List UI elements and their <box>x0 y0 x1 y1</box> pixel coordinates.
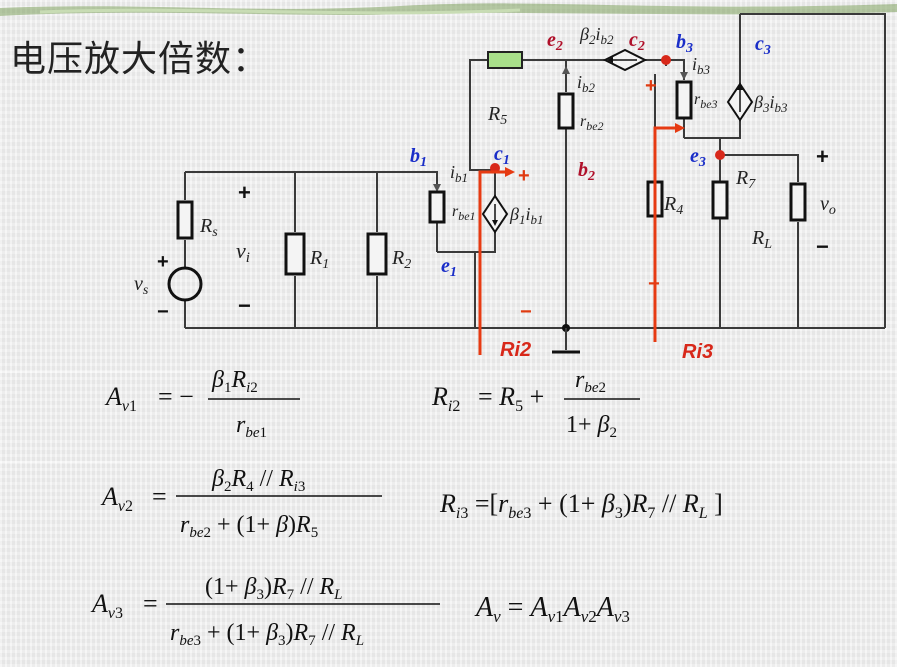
ground-symbol <box>552 324 580 354</box>
ri2-marker <box>478 167 515 355</box>
label-rs: Rs <box>199 215 218 240</box>
svg-text:rbe3 + (1+ β3)R7 // RL: rbe3 + (1+ β3)R7 // RL <box>170 620 364 649</box>
c2-plus: + <box>645 75 657 97</box>
label-rbe1: rbe1 <box>452 203 476 223</box>
equation-av2: Av2 = β2R4 // Ri3 rbe2 + (1+ β)R5 <box>100 466 382 541</box>
transistor-1-model <box>425 59 620 328</box>
resistor-rbe2 <box>557 92 575 130</box>
c1-minus: − <box>520 301 532 323</box>
equation-av1: Av1 = − β1Ri2 rbe1 <box>104 367 300 441</box>
label-b2: b2 <box>578 159 595 184</box>
svg-text:(1+ β3)R7 // RL: (1+ β3)R7 // RL <box>205 574 343 603</box>
svg-text:β1Ri2: β1Ri2 <box>211 367 258 396</box>
label-b3: b3 <box>676 31 693 56</box>
label-rbe3: rbe3 <box>694 91 718 111</box>
label-ib3: ib3 <box>692 54 711 77</box>
svg-text:rbe2: rbe2 <box>575 367 606 396</box>
equation-av: Av = Av1Av2Av3 <box>474 592 630 626</box>
svg-text:Av = Av1Av2Av3: Av = Av1Av2Av3 <box>474 592 630 626</box>
label-ib2: ib2 <box>577 72 596 95</box>
svg-text:Ri3 =[rbe3 + (1+ β3)R7 // RL ]: Ri3 =[rbe3 + (1+ β3)R7 // RL ] <box>439 489 723 522</box>
label-c3: c3 <box>755 33 771 58</box>
label-r5: R5 <box>487 103 507 128</box>
vi-minus: − <box>238 293 251 318</box>
label-ri3: Ri3 <box>682 341 713 363</box>
c1-plus: + <box>518 165 530 187</box>
label-e3: e3 <box>690 145 706 170</box>
label-e2: e2 <box>547 29 563 54</box>
input-network <box>184 171 885 329</box>
svg-text:= −: = − <box>158 382 194 411</box>
svg-text:Av3: Av3 <box>90 589 123 622</box>
vo-plus: + <box>816 144 829 169</box>
resistor-r2 <box>366 232 388 276</box>
svg-text:1+ β2: 1+ β2 <box>566 412 617 441</box>
svg-text:Av2: Av2 <box>100 482 133 515</box>
voltage-source-vs <box>167 266 203 302</box>
resistor-r5 <box>487 51 523 69</box>
label-e1: e1 <box>441 255 457 280</box>
label-ri2: Ri2 <box>500 339 531 361</box>
label-vi: vi <box>236 238 250 266</box>
label-c2: c2 <box>629 29 645 54</box>
label-r2: R2 <box>391 247 411 272</box>
svg-text:=: = <box>143 589 158 618</box>
transistor-3-model <box>680 13 886 328</box>
label-ib1: ib1 <box>450 162 468 185</box>
svg-text:Ri2: Ri2 <box>431 382 460 415</box>
svg-text:rbe1: rbe1 <box>236 412 267 441</box>
equation-ri2: Ri2 = R5 + rbe2 1+ β2 <box>431 367 640 441</box>
label-vo: vo <box>820 193 836 218</box>
label-src3: β3ib3 <box>753 92 788 115</box>
vs-minus: − <box>157 301 169 323</box>
label-b1: b1 <box>410 145 427 170</box>
label-r1: R1 <box>309 247 329 272</box>
brush-stroke-decoration <box>0 3 897 17</box>
label-vs: vs <box>134 273 149 298</box>
svg-text:rbe2 + (1+ β)R5: rbe2 + (1+ β)R5 <box>180 512 318 541</box>
resistor-rbe3 <box>675 80 693 120</box>
node-c2-dot <box>661 55 671 65</box>
resistor-rbe1 <box>428 190 446 224</box>
label-rbe2: rbe2 <box>580 113 604 133</box>
svg-text:= R5 +: = R5 + <box>478 382 544 415</box>
label-r7: R7 <box>735 167 756 192</box>
label-rl: RL <box>751 227 772 252</box>
label-src1: β1ib1 <box>509 204 543 227</box>
label-src2: β2ib2 <box>579 24 614 47</box>
node-e3-dot <box>715 150 725 160</box>
svg-text:Av1: Av1 <box>104 382 137 415</box>
vs-plus: + <box>157 251 169 273</box>
equation-ri3: Ri3 =[rbe3 + (1+ β3)R7 // RL ] <box>439 489 723 522</box>
svg-text:=: = <box>152 482 167 511</box>
vi-plus: + <box>238 180 251 205</box>
resistor-rs <box>176 200 194 240</box>
equation-av3: Av3 = (1+ β3)R7 // RL rbe3 + (1+ β3)R7 /… <box>90 574 440 649</box>
vo-minus: − <box>816 234 829 259</box>
ri3-marker <box>653 123 685 342</box>
resistor-rl <box>789 182 807 222</box>
label-c1: c1 <box>494 143 510 168</box>
page-title: 电压放大倍数： <box>10 39 270 80</box>
label-r4: R4 <box>663 193 683 218</box>
resistor-r1 <box>284 232 306 276</box>
svg-text:β2R4 // Ri3: β2R4 // Ri3 <box>211 466 305 495</box>
resistor-r7 <box>711 180 729 220</box>
